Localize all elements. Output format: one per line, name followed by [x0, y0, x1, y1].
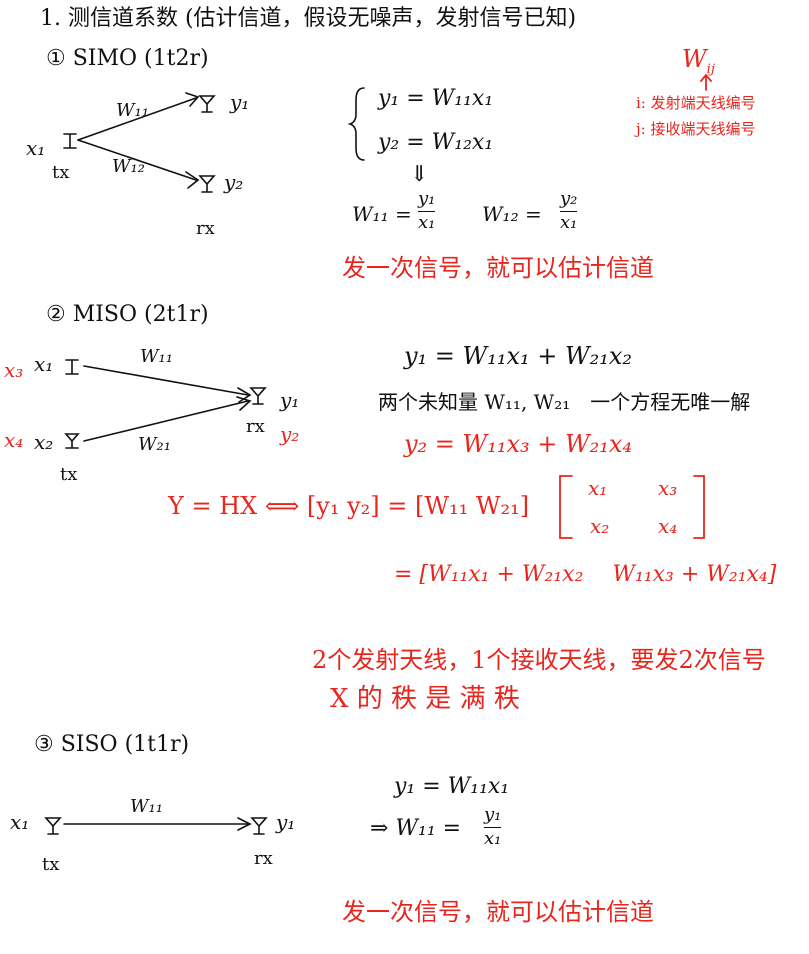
siso-eq1: y₁ = W₁₁x₁ [394, 774, 510, 799]
siso-sol-lhs: ⇒ W₁₁ = [370, 816, 462, 841]
simo-brace [347, 87, 365, 161]
siso-sol-num: y₁ [484, 804, 502, 825]
notation-symbol: Wij [682, 45, 715, 77]
notation-i-note: i: 发射端天线编号 [636, 94, 756, 112]
miso-text1: 两个未知量 W₁₁, W₂₁ 一个方程无唯一解 [378, 390, 751, 414]
simo-x1: x₁ [26, 136, 46, 160]
siso-w11-label: W₁₁ [130, 796, 163, 817]
simo-rx1-antenna [198, 95, 216, 113]
simo-arrow-w11 [77, 97, 197, 141]
miso-tx2-antenna [64, 433, 80, 449]
siso-sol-den: x₁ [484, 827, 502, 849]
siso-x1: x₁ [10, 810, 30, 834]
siso-heading: ③ SISO (1t1r) [34, 732, 190, 757]
miso-rx-antenna [249, 387, 267, 405]
simo-w12-label: W₁₂ [112, 156, 145, 177]
simo-sol2-num: y₂ [560, 188, 578, 209]
siso-rx-label: rx [254, 848, 273, 869]
miso-m21: x₂ [590, 514, 610, 538]
x-matrix-left-bracket [559, 475, 573, 539]
simo-tx-label: tx [52, 162, 70, 183]
miso-y1: y₁ [280, 388, 300, 412]
simo-tx-antenna [63, 133, 77, 149]
miso-m12: x₃ [658, 476, 678, 500]
page-title: 1. 测信道系数 (估计信道，假设无噪声，发射信号已知) [40, 6, 577, 31]
miso-expansion: = [W₁₁x₁ + W₂₁x₂ W₁₁x₃ + W₂₁x₄] [394, 562, 777, 587]
siso-tx-label: tx [42, 854, 60, 875]
simo-note: 发一次信号，就可以估计信道 [342, 254, 654, 282]
miso-heading: ② MISO (2t1r) [46, 302, 209, 327]
miso-arrow-w21 [83, 400, 249, 442]
miso-tx-label: tx [60, 464, 78, 485]
miso-x1: x₁ [34, 352, 54, 376]
miso-y2: y₂ [280, 422, 300, 446]
simo-sol1-lhs: W₁₁ = [352, 202, 412, 226]
miso-x2: x₂ [34, 430, 54, 454]
simo-eq1: y₁ = W₁₁x₁ [378, 86, 494, 111]
simo-w11-label: W₁₁ [116, 100, 149, 121]
miso-m11: x₁ [588, 476, 608, 500]
x-matrix-right-bracket [693, 475, 705, 539]
siso-note: 发一次信号，就可以估计信道 [342, 898, 654, 926]
simo-sol2-den: x₁ [560, 211, 578, 233]
miso-matrix-lhs: Y = HX ⟺ [y₁ y₂] = [W₁₁ W₂₁] [168, 492, 530, 520]
notation-j-note: j: 接收端天线编号 [636, 120, 756, 138]
miso-x3: x₃ [4, 358, 24, 382]
simo-implies-arrow: ⇓ [410, 162, 429, 187]
siso-y1: y₁ [276, 810, 296, 834]
simo-y1: y₁ [230, 90, 250, 114]
notation-up-arrow [700, 73, 712, 91]
miso-w21-label: W₂₁ [138, 434, 171, 455]
miso-eq2: y₂ = W₁₁x₃ + W₂₁x₄ [404, 430, 633, 458]
simo-rx-label: rx [196, 218, 215, 239]
miso-x4: x₄ [4, 428, 24, 452]
miso-arrow-w11 [83, 365, 249, 396]
miso-m22: x₄ [658, 514, 678, 538]
simo-sol1-den: x₁ [418, 211, 436, 233]
siso-rx-antenna [250, 817, 268, 835]
simo-heading: ① SIMO (1t2r) [46, 46, 209, 71]
siso-tx-antenna [44, 817, 62, 835]
simo-sol1-num: y₁ [418, 188, 436, 209]
simo-sol2-lhs: W₁₂ = [482, 202, 542, 226]
simo-y2: y₂ [224, 170, 244, 194]
miso-note1: 2个发射天线，1个接收天线，要发2次信号 [312, 646, 766, 674]
miso-rx-label: rx [246, 416, 265, 437]
miso-note2: X 的 秩 是 满 秩 [330, 684, 520, 714]
simo-rx2-antenna [198, 175, 216, 193]
miso-w11-label: W₁₁ [140, 346, 173, 367]
simo-arrow-w12 [77, 139, 197, 181]
miso-tx1-antenna [65, 359, 79, 375]
miso-eq1: y₁ = W₁₁x₁ + W₂₁x₂ [404, 342, 633, 370]
simo-eq2: y₂ = W₁₂x₁ [378, 130, 494, 155]
